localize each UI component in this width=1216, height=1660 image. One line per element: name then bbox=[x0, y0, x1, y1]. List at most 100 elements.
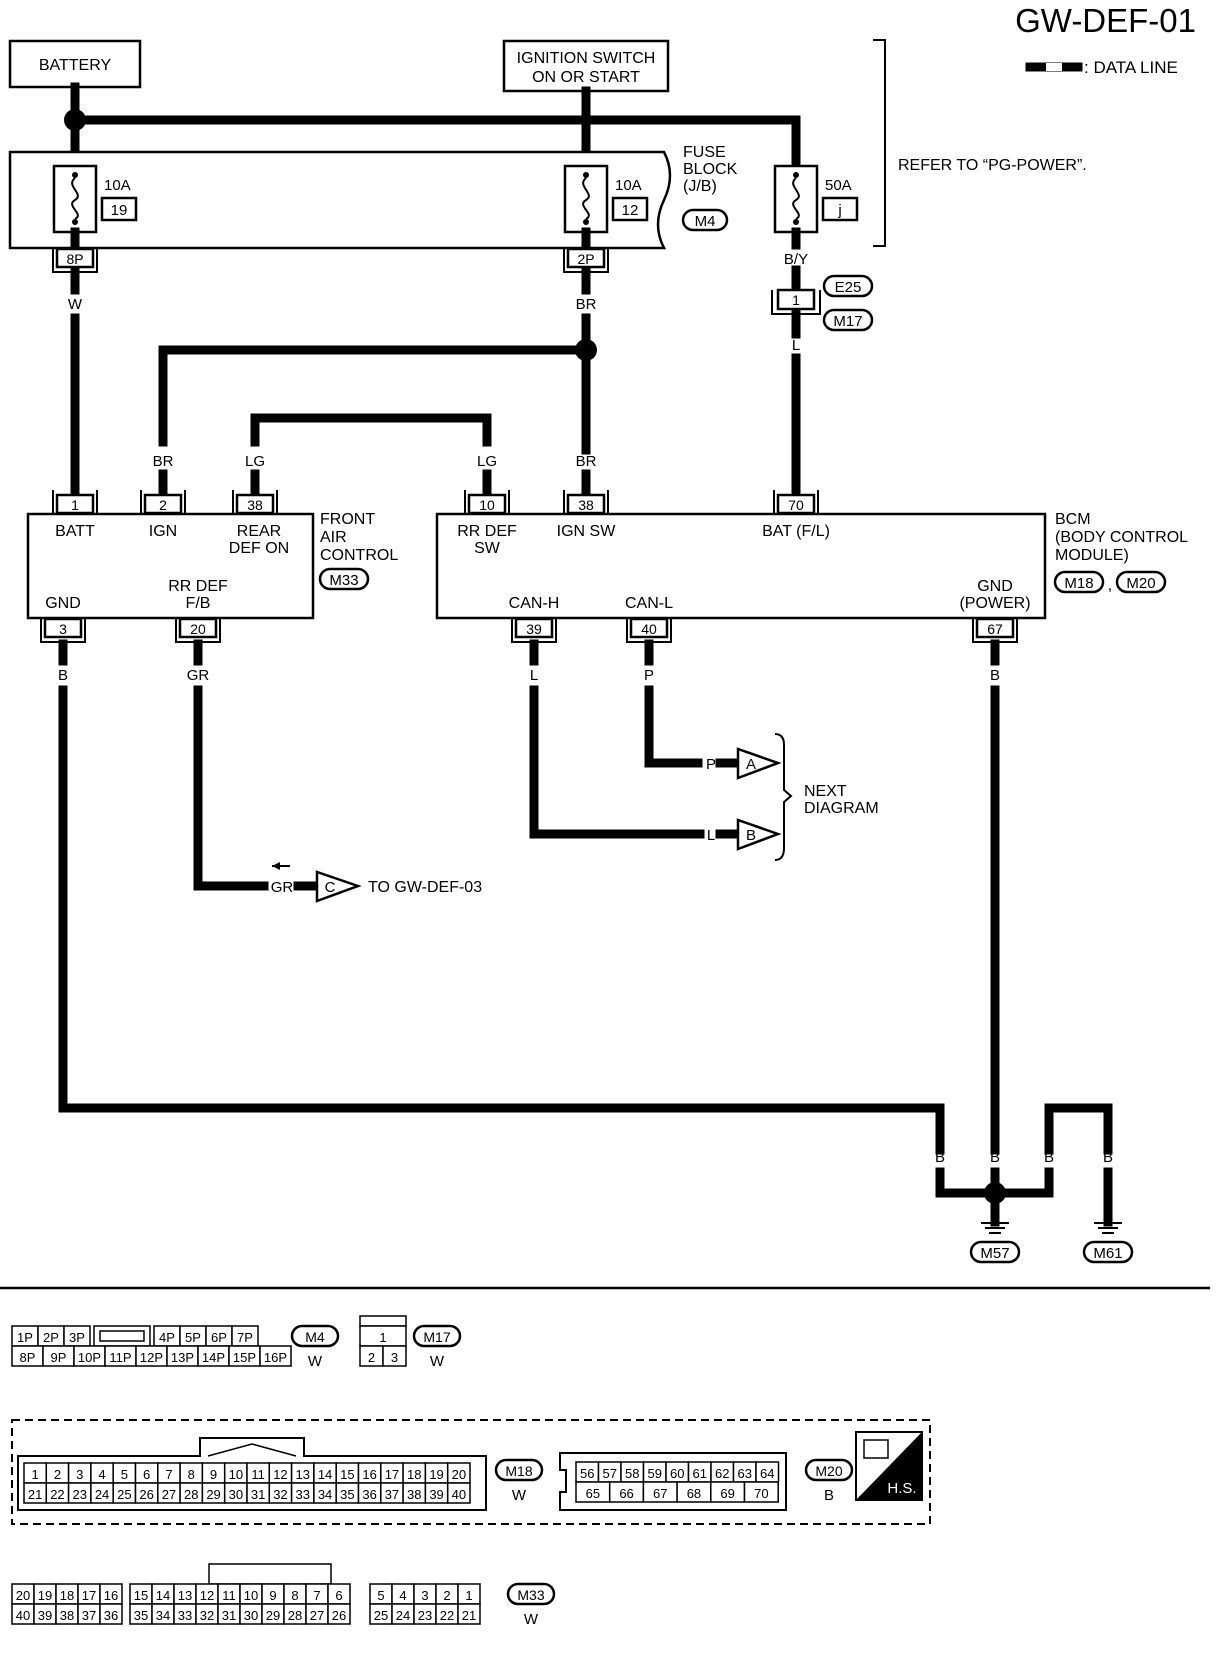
m20-cavity-label: 60 bbox=[670, 1466, 684, 1481]
wire-label-l-out: L bbox=[707, 827, 715, 844]
m4-cavity-label: 7P bbox=[237, 1330, 253, 1345]
m20-cavity-label: 64 bbox=[760, 1466, 774, 1481]
wire-can-l bbox=[644, 685, 705, 768]
m18-cavity-label: 1 bbox=[32, 1467, 39, 1482]
bcm-name-3: MODULE) bbox=[1055, 547, 1129, 564]
m33-cavity-label: 22 bbox=[440, 1608, 454, 1623]
connector-badge-m17 bbox=[822, 308, 874, 332]
m18-cavity-label: 35 bbox=[340, 1487, 354, 1502]
m4-name: M4 bbox=[305, 1329, 325, 1345]
bcm-pin-top: 70 bbox=[773, 490, 819, 515]
m20-cavity-label: 66 bbox=[619, 1486, 633, 1501]
wire-label-g-2: B bbox=[990, 1149, 1000, 1166]
wire-label-br-1: BR bbox=[576, 296, 597, 313]
fuse-12-num-box bbox=[611, 196, 649, 222]
m17-key bbox=[359, 1315, 407, 1327]
m18-cavity-label: 27 bbox=[162, 1487, 176, 1502]
wire-label-lg-2: LG bbox=[477, 453, 497, 470]
fac-pin-bottom-label: 3 bbox=[59, 621, 67, 637]
wire-label-br-3: BR bbox=[576, 453, 597, 470]
m18-cavity-label: 4 bbox=[98, 1467, 105, 1482]
m33-cavity-label: 36 bbox=[104, 1608, 118, 1623]
m17-color: W bbox=[430, 1353, 445, 1370]
wire-battery-bus bbox=[70, 115, 801, 180]
m33-name: M33 bbox=[517, 1587, 544, 1603]
fac-pin-top-label: 1 bbox=[71, 497, 79, 513]
wire-lg bbox=[250, 413, 492, 447]
m33-cavity-label: 18 bbox=[60, 1588, 74, 1603]
fac-pin-label-rear: REAR bbox=[237, 523, 281, 540]
m33-cavity bbox=[327, 1603, 351, 1625]
m4-cavity-label: 12P bbox=[140, 1350, 163, 1365]
m18-cavity-label: 19 bbox=[429, 1467, 443, 1482]
bcm-box bbox=[435, 512, 1047, 620]
fuse-12-amp: 10A bbox=[615, 177, 642, 194]
fac-pin-bottom-label: 20 bbox=[190, 621, 206, 637]
m18-cavity-label: 39 bbox=[429, 1487, 443, 1502]
bcm-pin-top-label: 10 bbox=[479, 497, 495, 513]
m33-cavity-label: 28 bbox=[288, 1608, 302, 1623]
next-diagram-1: NEXT bbox=[804, 783, 847, 800]
m33-cavity-label: 23 bbox=[418, 1608, 432, 1623]
battery-label: BATTERY bbox=[39, 57, 112, 74]
wire-label-p: P bbox=[644, 667, 654, 684]
m4-color: W bbox=[308, 1353, 323, 1370]
m33-cavity-label: 9 bbox=[269, 1588, 276, 1603]
offpage-a-label: A bbox=[746, 756, 756, 773]
m33-cavity-label: 3 bbox=[421, 1588, 428, 1603]
bcm-pin-top-label: 70 bbox=[788, 497, 804, 513]
m18-name: M18 bbox=[505, 1463, 532, 1479]
m4-cavity-label: 16P bbox=[264, 1350, 287, 1365]
fac-pin-top: 2 bbox=[140, 490, 186, 515]
m33-cavity-label: 24 bbox=[396, 1608, 410, 1623]
ground-m61: M61 bbox=[1093, 1245, 1122, 1262]
bcm-pin-bottom: 67 bbox=[972, 617, 1018, 643]
fuse-19-num-box bbox=[100, 196, 138, 222]
wire-ground-link bbox=[1044, 1103, 1113, 1155]
refer-text: REFER TO “PG-POWER”. bbox=[898, 157, 1087, 174]
hs-badge bbox=[855, 1431, 923, 1501]
m18-cavity-label: 33 bbox=[296, 1487, 310, 1502]
m18-cavity-label: 36 bbox=[362, 1487, 376, 1502]
m4-cavity-label: 2P bbox=[43, 1330, 59, 1345]
m18-cavity-label: 17 bbox=[385, 1467, 399, 1482]
m18-cavity-label: 22 bbox=[50, 1487, 64, 1502]
ground-icon bbox=[1094, 1222, 1122, 1234]
bcm-pin-bottom-label: 39 bbox=[526, 621, 542, 637]
m18-cavity-label: 9 bbox=[210, 1467, 217, 1482]
ignition-label-2: ON OR START bbox=[532, 69, 640, 86]
m18-cavity-label: 30 bbox=[229, 1487, 243, 1502]
m4-cavity-label: 6P bbox=[211, 1330, 227, 1345]
m18-cavity bbox=[446, 1482, 471, 1504]
m20-cavity-label: 68 bbox=[687, 1486, 701, 1501]
m18-cavity-label: 2 bbox=[54, 1467, 61, 1482]
m20-cavity-label: 56 bbox=[580, 1466, 594, 1481]
bcm-pin-bottom: 40 bbox=[626, 617, 672, 643]
m18-cavity-label: 31 bbox=[251, 1487, 265, 1502]
fuse-19-amp: 10A bbox=[104, 177, 131, 194]
m4-cavity-label: 15P bbox=[233, 1350, 256, 1365]
m33-cavity-label: 26 bbox=[332, 1608, 346, 1623]
bcm-connector-sep: , bbox=[1108, 577, 1112, 594]
wire-label-p-out: P bbox=[706, 756, 716, 773]
m17-cavity-label: 3 bbox=[391, 1350, 398, 1365]
wire-label-w: W bbox=[68, 296, 83, 313]
m33-cavity-label: 40 bbox=[16, 1608, 30, 1623]
m33-badge bbox=[506, 1582, 556, 1606]
m4-badge bbox=[290, 1324, 340, 1348]
fuse-block-label-2: BLOCK bbox=[683, 161, 738, 178]
m33-cavity-label: 39 bbox=[38, 1608, 52, 1623]
m4-cavity bbox=[259, 1345, 292, 1367]
wire-label-b-2: B bbox=[990, 667, 1000, 684]
bcm-pin-bottom-label: 40 bbox=[641, 621, 657, 637]
m33-cavity-label: 21 bbox=[462, 1608, 476, 1623]
m18-cavity-label: 5 bbox=[121, 1467, 128, 1482]
wire-br-branch bbox=[158, 345, 591, 447]
m33-cavity-label: 4 bbox=[399, 1588, 406, 1603]
bcm-pin-label-power: (POWER) bbox=[959, 595, 1030, 612]
wire-can-h bbox=[529, 685, 705, 839]
m18-cavity-label: 24 bbox=[95, 1487, 109, 1502]
wire-label-by: B/Y bbox=[784, 251, 808, 268]
